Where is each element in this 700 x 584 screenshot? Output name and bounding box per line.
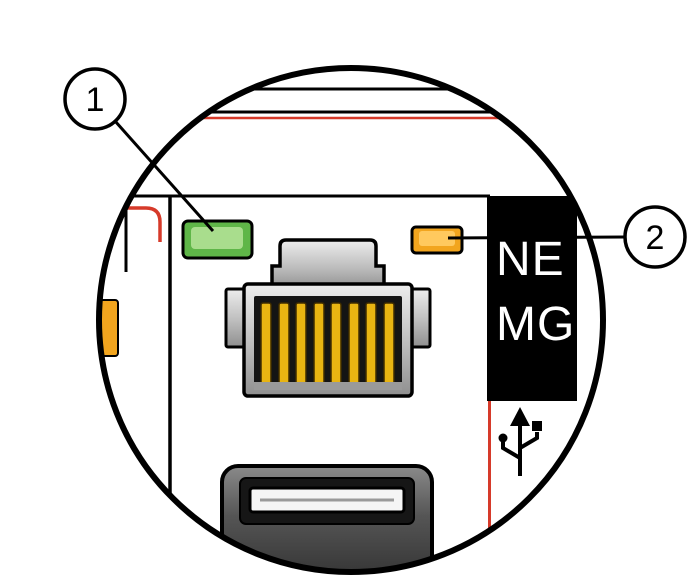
green-led-highlight	[191, 227, 243, 249]
lens-border	[96, 65, 606, 575]
callout-1-number: 1	[86, 81, 105, 119]
rj45-pin	[330, 302, 342, 388]
lens-content: NE MG	[99, 68, 603, 572]
rj45-pin	[278, 302, 290, 388]
callout-2-line	[447, 235, 626, 240]
callout-1: 1	[63, 67, 127, 131]
callout-1-circle	[63, 67, 127, 131]
rj45-pin	[365, 302, 377, 388]
rj45-cavity-floor	[254, 382, 402, 390]
rj45-port	[224, 238, 432, 398]
rj45-pin	[313, 302, 325, 388]
label-band	[487, 196, 577, 401]
usb-branch-circle	[498, 433, 508, 443]
usb-arrow	[510, 407, 530, 426]
callout-2-circle	[623, 205, 687, 269]
amber-led	[410, 225, 464, 255]
callout-2: 2	[623, 205, 687, 269]
rj45-pin	[295, 302, 307, 388]
green-led	[181, 219, 254, 260]
rj45-pin	[348, 302, 360, 388]
usb-branch-square	[532, 421, 542, 431]
amber-led-highlight	[419, 231, 455, 246]
rj45-tab	[270, 238, 386, 292]
rj45-pin	[383, 302, 395, 388]
usb-branch-right	[518, 432, 539, 450]
rj45-pin	[260, 302, 272, 388]
usb-branch-left	[501, 442, 522, 460]
usb-icon	[498, 407, 542, 476]
rj45-cavity	[254, 296, 402, 390]
port-label-line-2: MG	[496, 298, 575, 351]
port-label-line-1: NE	[496, 233, 565, 286]
callout-2-number: 2	[646, 219, 665, 257]
rj45-pins	[260, 302, 395, 388]
red-cutout-corner	[100, 206, 162, 242]
callout-1-line	[113, 120, 215, 232]
